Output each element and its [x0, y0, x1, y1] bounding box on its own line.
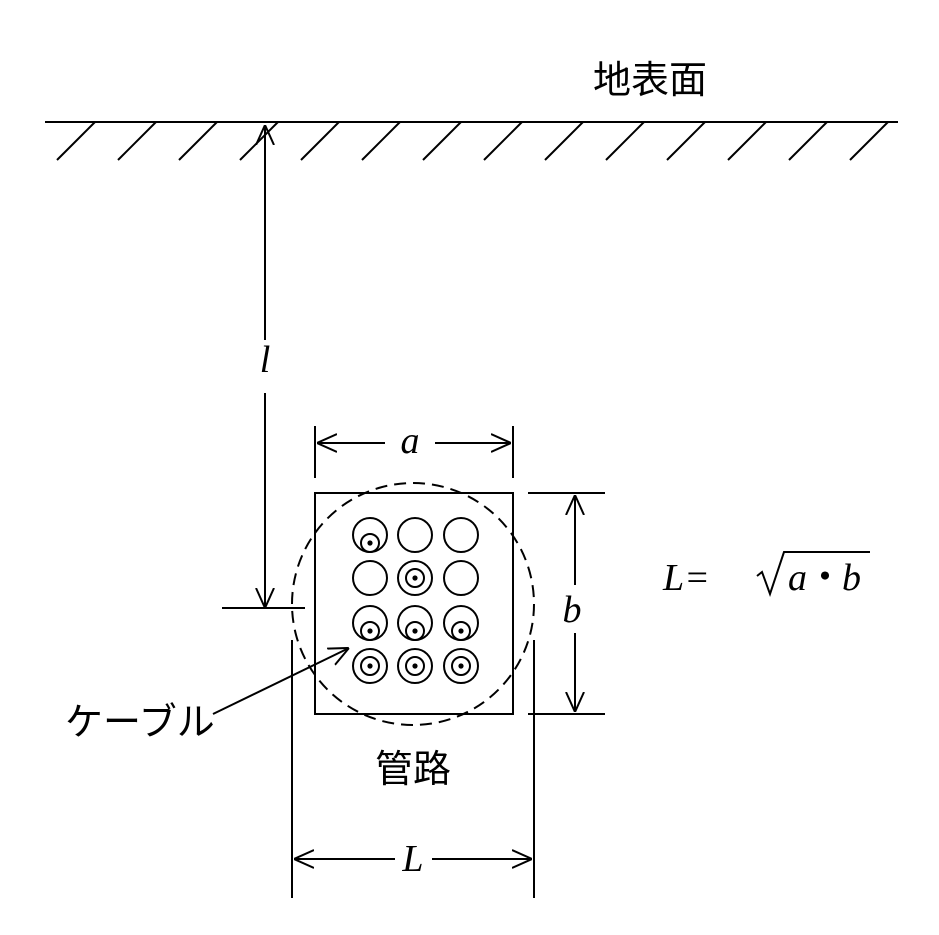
- formula-lhs: L=: [662, 557, 710, 599]
- width-label: a: [401, 420, 420, 462]
- formula-radicand-b: b: [842, 557, 861, 599]
- conduit-bore: [443, 648, 479, 684]
- conduit-cell: [397, 648, 433, 684]
- conduit-label: 管路: [375, 749, 451, 791]
- hatch-line: [239, 121, 279, 161]
- hatch-line: [788, 121, 828, 161]
- cable-sheath: [451, 656, 471, 676]
- hatch-line: [849, 121, 889, 161]
- cable-core: [367, 540, 373, 546]
- conduit-cell: [397, 517, 433, 553]
- hatch-line: [666, 121, 706, 161]
- conduit-cell: [352, 560, 388, 596]
- conduit-bore: [397, 648, 433, 684]
- hatch-line: [605, 121, 645, 161]
- formula-dot: ・: [806, 557, 844, 599]
- conduit-bore: [443, 517, 479, 553]
- cable-sheath: [360, 533, 380, 553]
- ground-surface: 地表面: [45, 60, 898, 161]
- conduit-cell: [443, 648, 479, 684]
- height-label: b: [563, 589, 582, 631]
- equivalent-circle: [291, 482, 535, 726]
- hatch-line: [178, 121, 218, 161]
- conduit-cell: [352, 517, 388, 553]
- depth-dimension: l: [260, 125, 271, 608]
- equivalent-label: L: [401, 838, 423, 880]
- hatch-line: [422, 121, 462, 161]
- cable-core: [412, 628, 418, 634]
- conduit-bore: [397, 560, 433, 596]
- width-dimension: a: [314, 420, 514, 478]
- height-dimension: b: [528, 492, 605, 715]
- conduit-bore: [352, 560, 388, 596]
- hatch-line: [483, 121, 523, 161]
- cable-sheath: [405, 621, 425, 641]
- conduit-cell: [397, 560, 433, 596]
- hatch-line: [361, 121, 401, 161]
- sqrt-symbol: [756, 551, 870, 598]
- conduit-cell: [443, 560, 479, 596]
- cable-core: [367, 628, 373, 634]
- ground-hatching: [56, 121, 889, 161]
- cable-sheath: [405, 568, 425, 588]
- hatch-line: [117, 121, 157, 161]
- ground-surface-label: 地表面: [593, 60, 707, 102]
- cable-core: [367, 663, 373, 669]
- formula-radicand-a: a: [788, 557, 807, 599]
- cable-core: [412, 663, 418, 669]
- depth-label: l: [260, 339, 271, 381]
- conduit-bore: [397, 517, 433, 553]
- cable-sheath: [360, 621, 380, 641]
- conduit-cell: [443, 605, 479, 641]
- cable-sheath: [451, 621, 471, 641]
- cable-core: [458, 628, 464, 634]
- conduit-box: [314, 492, 514, 715]
- cable-sheath: [405, 656, 425, 676]
- cable-core: [412, 575, 418, 581]
- cable-sheath: [360, 656, 380, 676]
- cable-leader-line: [212, 648, 349, 715]
- conduit-cell: [397, 605, 433, 641]
- hatch-line: [544, 121, 584, 161]
- cable-grid: [352, 517, 479, 684]
- hatch-line: [300, 121, 340, 161]
- hatch-line: [727, 121, 767, 161]
- hatch-line: [56, 121, 96, 161]
- conduit-cell: [352, 605, 388, 641]
- cable-label: ケーブル: [65, 702, 215, 744]
- conduit-cell: [352, 648, 388, 684]
- cable-leader: ケーブル: [65, 648, 349, 744]
- cable-core: [458, 663, 464, 669]
- equivalent-dimension: L: [291, 640, 535, 898]
- conduit-cell: [443, 517, 479, 553]
- equivalent-formula: L= a ・ b: [662, 551, 870, 599]
- conduit-bore: [443, 560, 479, 596]
- formula-lhs-text: L=: [662, 557, 710, 599]
- conduit-bore: [352, 648, 388, 684]
